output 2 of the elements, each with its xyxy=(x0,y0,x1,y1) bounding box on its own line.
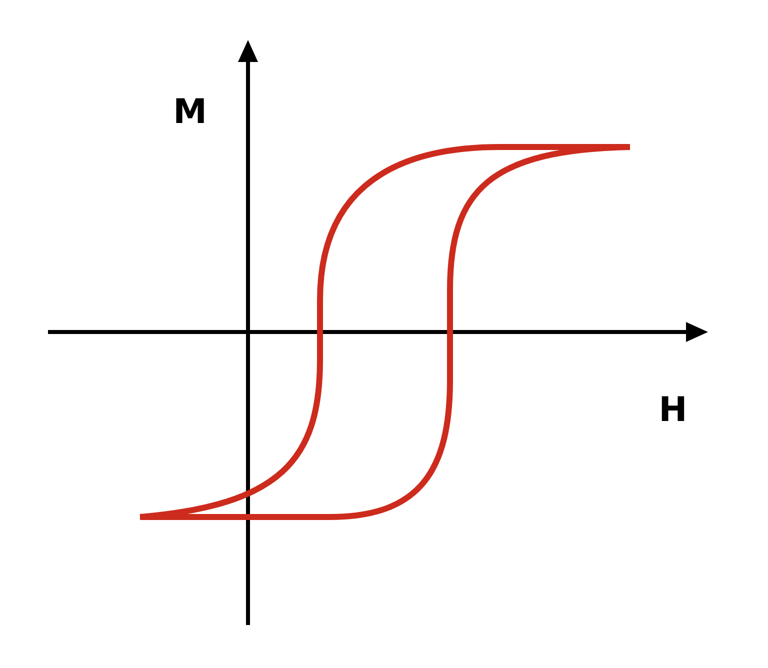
axis-label: M xyxy=(173,95,207,129)
axis-label: H xyxy=(658,393,688,427)
